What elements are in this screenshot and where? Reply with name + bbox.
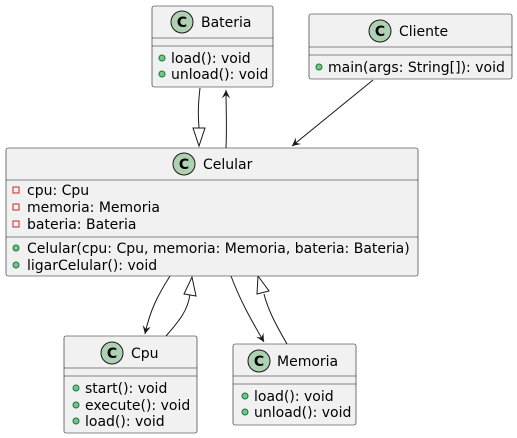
edge-celular-memoria-association [230,275,265,343]
field-celular-2: bateria: Bateria [27,217,136,233]
edge-cliente-celular [291,79,374,147]
class-name-memoria: Memoria [277,354,338,370]
class-badge-letter: C [375,24,385,40]
edge-memoria-celular-realization [263,293,288,345]
class-badge-icon [170,10,194,34]
public-method-icon [158,70,166,78]
public-method-icon [241,408,249,416]
class-badge-letter: C [179,157,189,173]
method-bateria-1: unload(): void [171,67,268,83]
edge-celular-bateria-realization [197,87,201,129]
edge-celular-cpu-association [142,275,171,335]
class-badge-icon [172,152,196,176]
class-badge-icon [247,349,271,373]
method-bateria-0: load(): void [171,51,251,67]
public-method-icon [12,261,20,269]
class-bateria[interactable]: C Bateria load(): void unload(): void [151,5,274,88]
method-memoria-1: unload(): void [254,405,351,421]
realization-arrowhead [183,275,197,297]
edges [142,79,374,345]
field-celular-1: memoria: Memoria [27,200,160,216]
realization-arrowhead [192,127,206,148]
private-field-icon [12,186,20,194]
method-memoria-0: load(): void [254,389,334,405]
field-celular-0: cpu: Cpu [27,183,89,199]
public-method-icon [12,244,20,252]
public-method-icon [72,401,80,409]
class-name-bateria: Bateria [201,15,252,31]
method-cpu-2: load(): void [85,414,165,430]
public-method-icon [241,392,249,400]
edge-cpu-celular-realization [165,293,191,337]
class-badge-icon [368,19,392,43]
realization-arrowhead [256,274,270,295]
class-badge-letter: C [107,346,117,362]
class-celular[interactable]: C Celular cpu: Cpu memoria: Memoria bate… [5,147,419,277]
class-name-celular: Celular [203,157,253,173]
class-memoria[interactable]: C Memoria load(): void unload(): void [232,343,357,426]
method-cpu-1: execute(): void [85,398,190,414]
class-name-cliente: Cliente [399,24,448,40]
public-method-icon [158,54,166,62]
public-method-icon [72,417,80,425]
class-cliente[interactable]: C Cliente main(args: String[]): void [308,13,513,80]
class-badge-letter: C [254,354,264,370]
class-badge-letter: C [177,15,187,31]
public-method-icon [72,384,80,392]
class-name-cpu: Cpu [131,346,159,362]
method-celular-0: Celular(cpu: Cpu, memoria: Memoria, bate… [27,241,410,257]
private-field-icon [12,220,20,228]
method-cpu-0: start(): void [85,381,167,397]
private-field-icon [12,203,20,211]
class-cpu[interactable]: C Cpu start(): void execute(): void load… [63,335,198,434]
public-method-icon [315,63,323,71]
method-celular-1: ligarCelular(): void [27,258,157,274]
method-cliente-0: main(args: String[]): void [328,60,505,76]
class-badge-icon [100,341,124,365]
